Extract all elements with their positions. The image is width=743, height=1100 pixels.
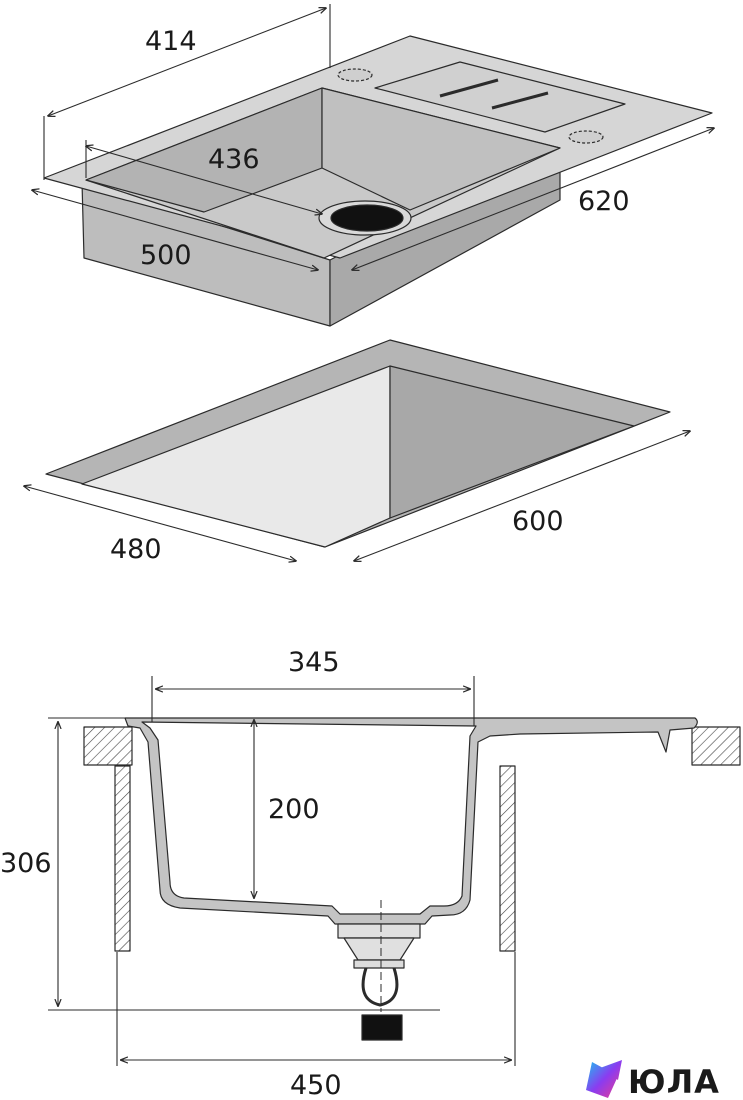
dim-label-414: 414 [145, 26, 197, 57]
cabinet-wall-left [114, 765, 131, 952]
dim-label-500: 500 [140, 240, 192, 271]
dim-label-436: 436 [208, 144, 260, 175]
dim-label-200: 200 [268, 794, 320, 825]
drainboard-groove-1 [439, 78, 499, 98]
dim-label-345: 345 [288, 647, 340, 678]
dim-label-620: 620 [578, 186, 630, 217]
dim-label-600: 600 [512, 506, 564, 537]
drain-body [343, 937, 415, 961]
drain-nut [353, 959, 405, 969]
drain-outlet [361, 1014, 403, 1041]
countertop-right [691, 726, 741, 766]
cabinet-wall-right [499, 765, 516, 952]
drainboard-area [374, 61, 626, 133]
cutout-dimension-lines [24, 431, 690, 561]
section-dimension-lines [48, 676, 516, 1066]
dim-label-480: 480 [110, 534, 162, 565]
drain-hole [330, 204, 404, 232]
brand-logo: ЮЛА [586, 1060, 720, 1100]
sink-section-view [83, 717, 741, 1041]
countertop-left [83, 726, 133, 766]
dim-line-480 [24, 486, 296, 561]
dim-line-620 [352, 128, 714, 270]
countertop-cutout-view [45, 339, 671, 548]
dim-label-306: 306 [0, 848, 52, 879]
dim-line-600 [354, 431, 690, 561]
dim-label-450: 450 [290, 1070, 342, 1100]
drainboard-groove-2 [491, 91, 549, 110]
logo-text: ЮЛА [628, 1063, 720, 1100]
tap-hole-1 [337, 68, 373, 82]
tap-hole-2 [568, 130, 604, 144]
sink-section-profile [124, 717, 698, 925]
dim-line-500 [32, 190, 318, 270]
top-view-dimension-lines [32, 4, 714, 270]
drain-flange [337, 923, 421, 939]
drain-siphon [361, 967, 399, 1007]
yula-logo-icon [586, 1060, 622, 1098]
sink-3d-view [43, 35, 713, 327]
dim-line-414 [48, 8, 326, 116]
